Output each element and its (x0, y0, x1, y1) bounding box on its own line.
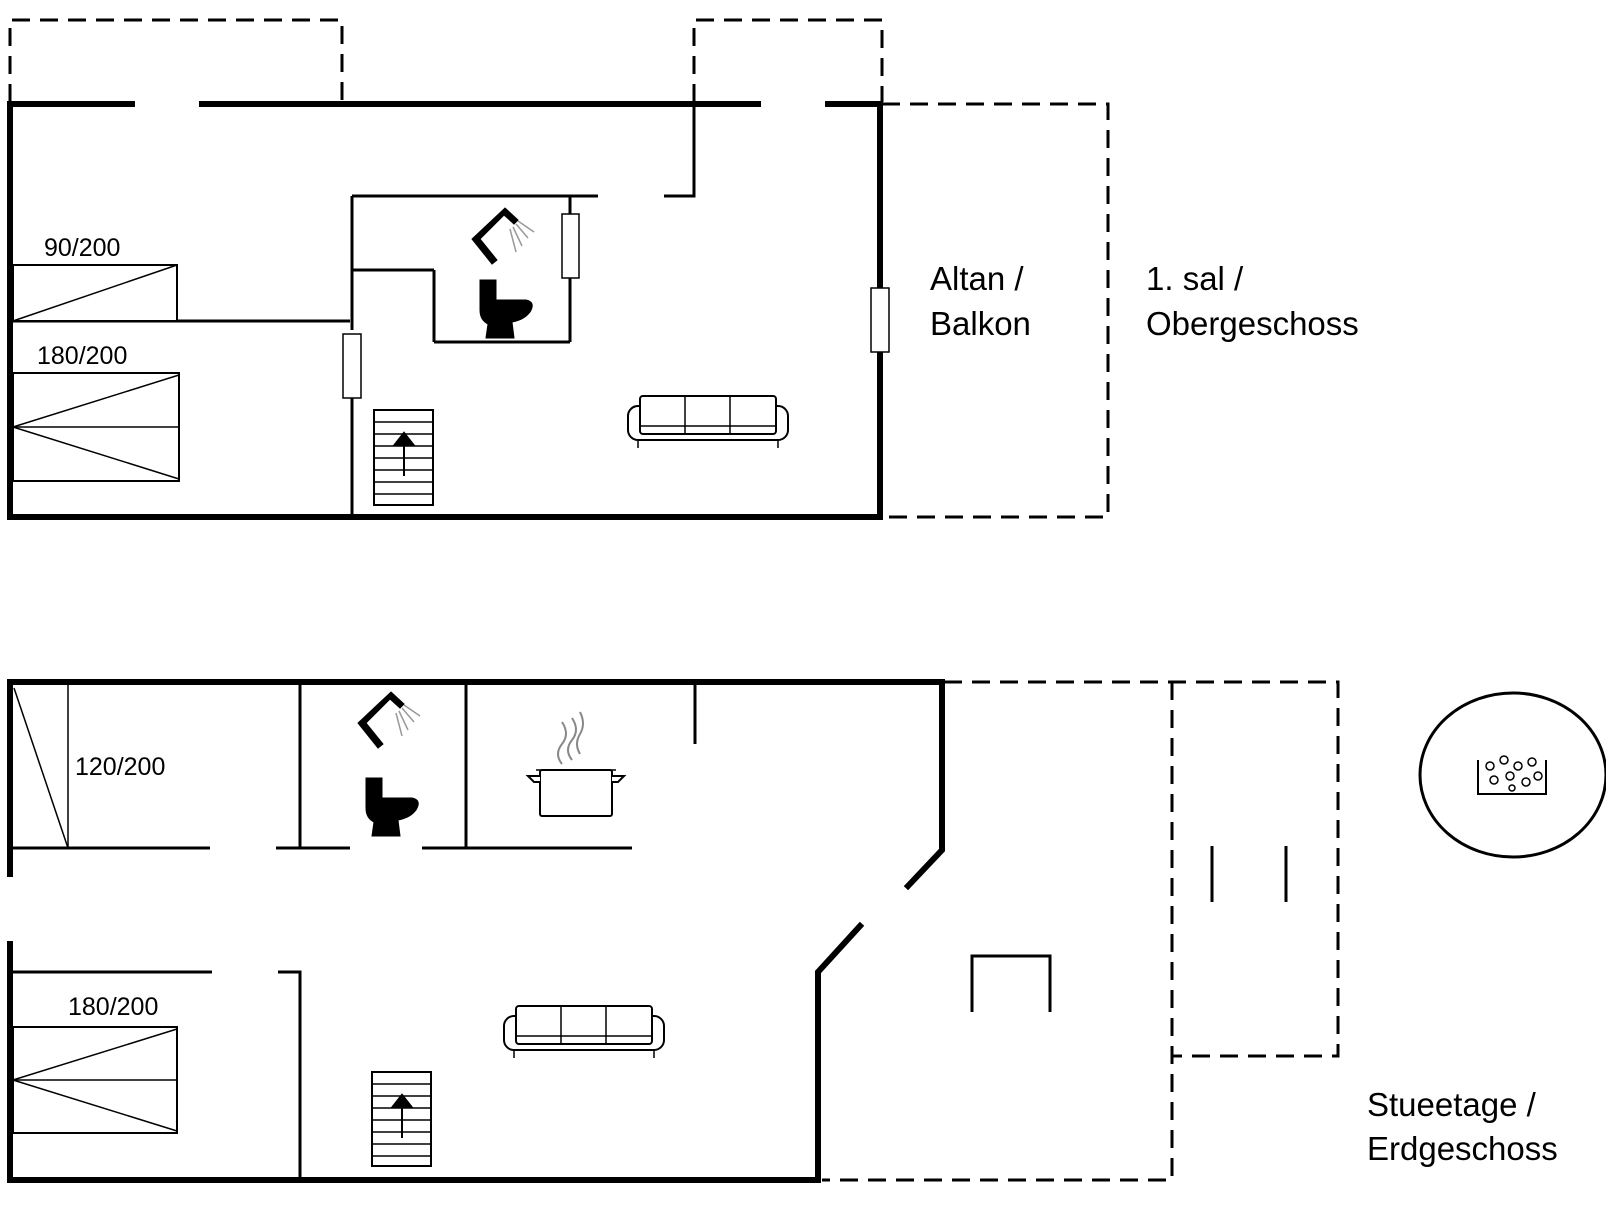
ground-floor-label-line2: Erdgeschoss (1367, 1130, 1558, 1167)
upper-floor: 90/200 180/200 (7, 18, 1359, 520)
upper-bath-window (561, 213, 580, 279)
balcony-label-line2: Balkon (930, 305, 1031, 342)
staircase-icon (371, 1071, 432, 1167)
ground-bed-medium (13, 684, 69, 849)
upper-dormer-left-outline (8, 18, 344, 102)
shower-icon (357, 691, 421, 749)
ground-bed-double-label: 180/200 (68, 993, 158, 1021)
upper-floor-label-line1: 1. sal / (1146, 260, 1244, 297)
ground-bed-medium-label: 120/200 (75, 753, 165, 781)
upper-bed-single (12, 264, 178, 322)
staircase-icon (373, 409, 434, 506)
upper-bed-single-label: 90/200 (44, 234, 120, 262)
toilet-icon (365, 777, 419, 837)
upper-bed-double (12, 372, 180, 482)
ground-bed2-wall (10, 970, 302, 1180)
ground-floor-label-line1: Stueetage / (1367, 1086, 1537, 1123)
sofa-icon (627, 395, 789, 448)
hot-tub-icon (1418, 691, 1606, 859)
ground-floor: 120/200 180/200 (7, 679, 1606, 1183)
sofa-icon (503, 1005, 665, 1058)
upper-exterior-wall (7, 101, 883, 520)
upper-balcony-door (870, 287, 890, 353)
upper-bedroom-door (342, 333, 362, 399)
terrace-outline (822, 680, 1340, 1182)
upper-floor-label-line2: Obergeschoss (1146, 305, 1359, 342)
cooking-pot-icon (525, 711, 627, 817)
terrace-table (970, 954, 1052, 1012)
ground-exterior-wall (7, 679, 945, 1183)
balcony-outline (882, 102, 1110, 519)
shower-icon (471, 207, 535, 265)
upper-dormer-right-outline (692, 18, 884, 102)
upper-bed-double-label: 180/200 (37, 342, 127, 370)
ground-bed-double (12, 1026, 178, 1134)
balcony-label-line1: Altan / (930, 260, 1024, 297)
upper-hall-wall (664, 104, 696, 198)
toilet-icon (479, 279, 533, 339)
